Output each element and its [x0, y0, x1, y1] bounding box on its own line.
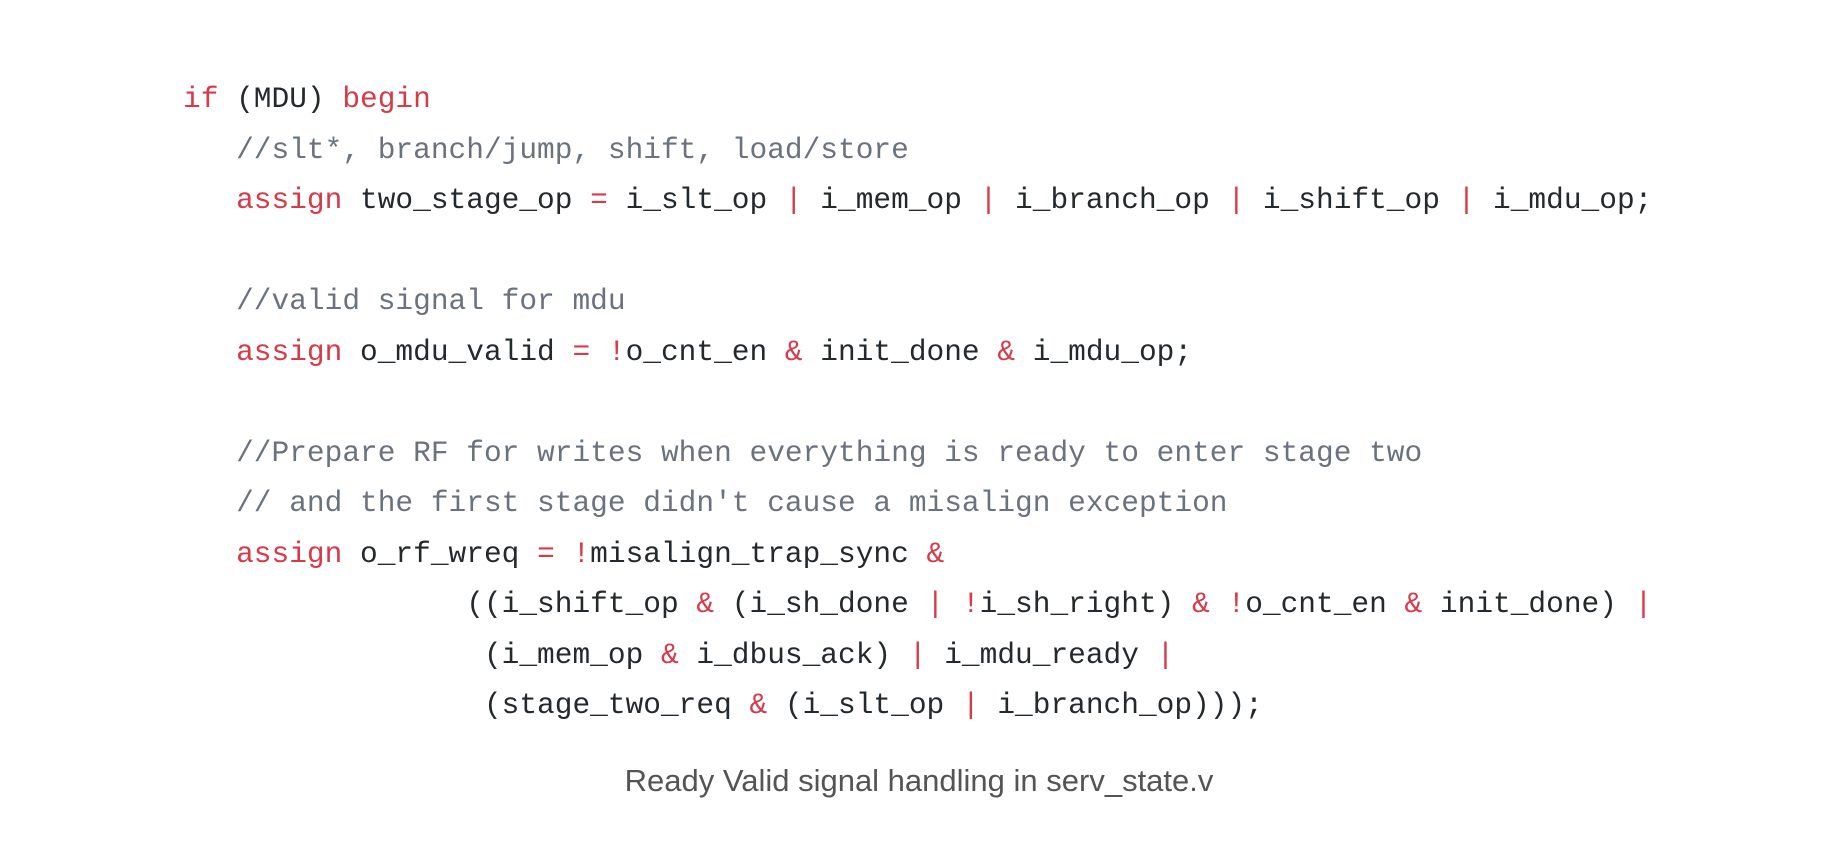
code-text: i_mdu_ready — [926, 637, 1157, 672]
code-line: //valid signal for mdu — [183, 276, 1652, 327]
code-text: i_branch_op — [997, 183, 1228, 217]
code-text — [183, 486, 236, 520]
code-text — [1210, 587, 1228, 621]
code-text: (MDU) — [218, 82, 343, 116]
code-block: if (MDU) begin //slt*, branch/jump, shif… — [183, 74, 1652, 731]
code-line: assign o_rf_wreq = !misalign_trap_sync & — [183, 529, 1652, 580]
code-text: i_sh_right) — [979, 587, 1193, 621]
code-operator: ! — [607, 334, 626, 369]
code-text: i_branch_op))); — [979, 688, 1263, 722]
code-operator: & — [1404, 587, 1423, 621]
code-operator: | — [1634, 587, 1653, 621]
code-operator: & — [696, 587, 715, 621]
code-text — [183, 537, 236, 571]
code-operator: ! — [961, 587, 980, 621]
code-operator: | — [784, 183, 803, 217]
code-operator: | — [926, 587, 945, 621]
code-text — [183, 133, 236, 167]
code-operator: = — [590, 183, 608, 217]
code-text — [183, 436, 236, 470]
code-text: i_shift_op — [1245, 183, 1458, 217]
code-text: i_dbus_ack) — [678, 637, 909, 672]
code-comment: // and the first stage didn't cause a mi… — [236, 486, 1228, 520]
code-keyword: if — [183, 82, 219, 116]
code-operator: & — [1192, 587, 1210, 621]
code-operator: = — [537, 536, 555, 571]
code-text: two_stage_op — [342, 183, 591, 217]
code-operator: | — [908, 637, 927, 672]
code-text: o_mdu_valid — [342, 334, 573, 369]
code-comment: //Prepare RF for writes when everything … — [236, 435, 1423, 470]
code-text — [183, 183, 236, 217]
code-line: //slt*, branch/jump, shift, load/store — [183, 125, 1652, 176]
code-text — [183, 284, 236, 318]
code-text: i_mdu_op; — [1475, 183, 1653, 217]
code-operator: = — [572, 334, 591, 369]
code-comment: //slt*, branch/jump, shift, load/store — [236, 132, 909, 167]
code-operator: ! — [572, 536, 591, 571]
code-text: (stage_two_req — [183, 688, 750, 722]
code-text: ((i_shift_op — [183, 587, 697, 621]
code-keyword: begin — [342, 82, 431, 116]
code-operator: & — [926, 536, 945, 571]
code-operator: | — [979, 183, 998, 217]
code-operator: & — [749, 688, 768, 722]
code-line: assign o_mdu_valid = !o_cnt_en & init_do… — [183, 327, 1652, 378]
code-operator: | — [1457, 183, 1476, 217]
code-operator: & — [660, 637, 679, 672]
code-text: o_rf_wreq — [342, 536, 538, 571]
code-line: ((i_shift_op & (i_sh_done | !i_sh_right)… — [183, 579, 1652, 630]
code-text: o_cnt_en — [625, 334, 785, 369]
code-operator: ! — [1227, 587, 1246, 621]
code-comment: //valid signal for mdu — [236, 284, 626, 318]
figure-caption: Ready Valid signal handling in serv_stat… — [624, 763, 1214, 798]
code-keyword: assign — [236, 183, 343, 217]
code-operator: | — [961, 688, 980, 722]
code-line: (stage_two_req & (i_slt_op | i_branch_op… — [183, 680, 1652, 731]
code-text: (i_sh_done — [714, 587, 927, 621]
code-line: if (MDU) begin — [183, 74, 1652, 125]
code-text: i_mem_op — [802, 183, 980, 217]
code-text: init_done) — [1422, 587, 1635, 621]
code-text: i_slt_op — [607, 183, 785, 217]
code-line: assign two_stage_op = i_slt_op | i_mem_o… — [183, 175, 1652, 226]
code-text: init_done — [802, 334, 998, 369]
code-keyword: assign — [236, 536, 343, 571]
code-line — [183, 377, 1652, 428]
code-operator: & — [784, 334, 803, 369]
code-line: // and the first stage didn't cause a mi… — [183, 478, 1652, 529]
code-text — [944, 587, 962, 621]
code-text: (i_slt_op — [767, 688, 962, 722]
code-text — [183, 335, 236, 369]
code-operator: | — [1227, 183, 1246, 217]
code-text: o_cnt_en — [1245, 587, 1405, 621]
code-line — [183, 226, 1652, 277]
code-operator: | — [1156, 637, 1175, 672]
code-text: i_mdu_op; — [1015, 334, 1193, 369]
code-text: (i_mem_op — [183, 637, 661, 672]
code-text — [555, 537, 573, 571]
code-line: //Prepare RF for writes when everything … — [183, 428, 1652, 479]
code-line: (i_mem_op & i_dbus_ack) | i_mdu_ready | — [183, 630, 1652, 681]
code-operator: & — [997, 334, 1016, 369]
code-keyword: assign — [236, 334, 343, 369]
code-text — [590, 335, 608, 369]
code-text: misalign_trap_sync — [590, 536, 927, 571]
